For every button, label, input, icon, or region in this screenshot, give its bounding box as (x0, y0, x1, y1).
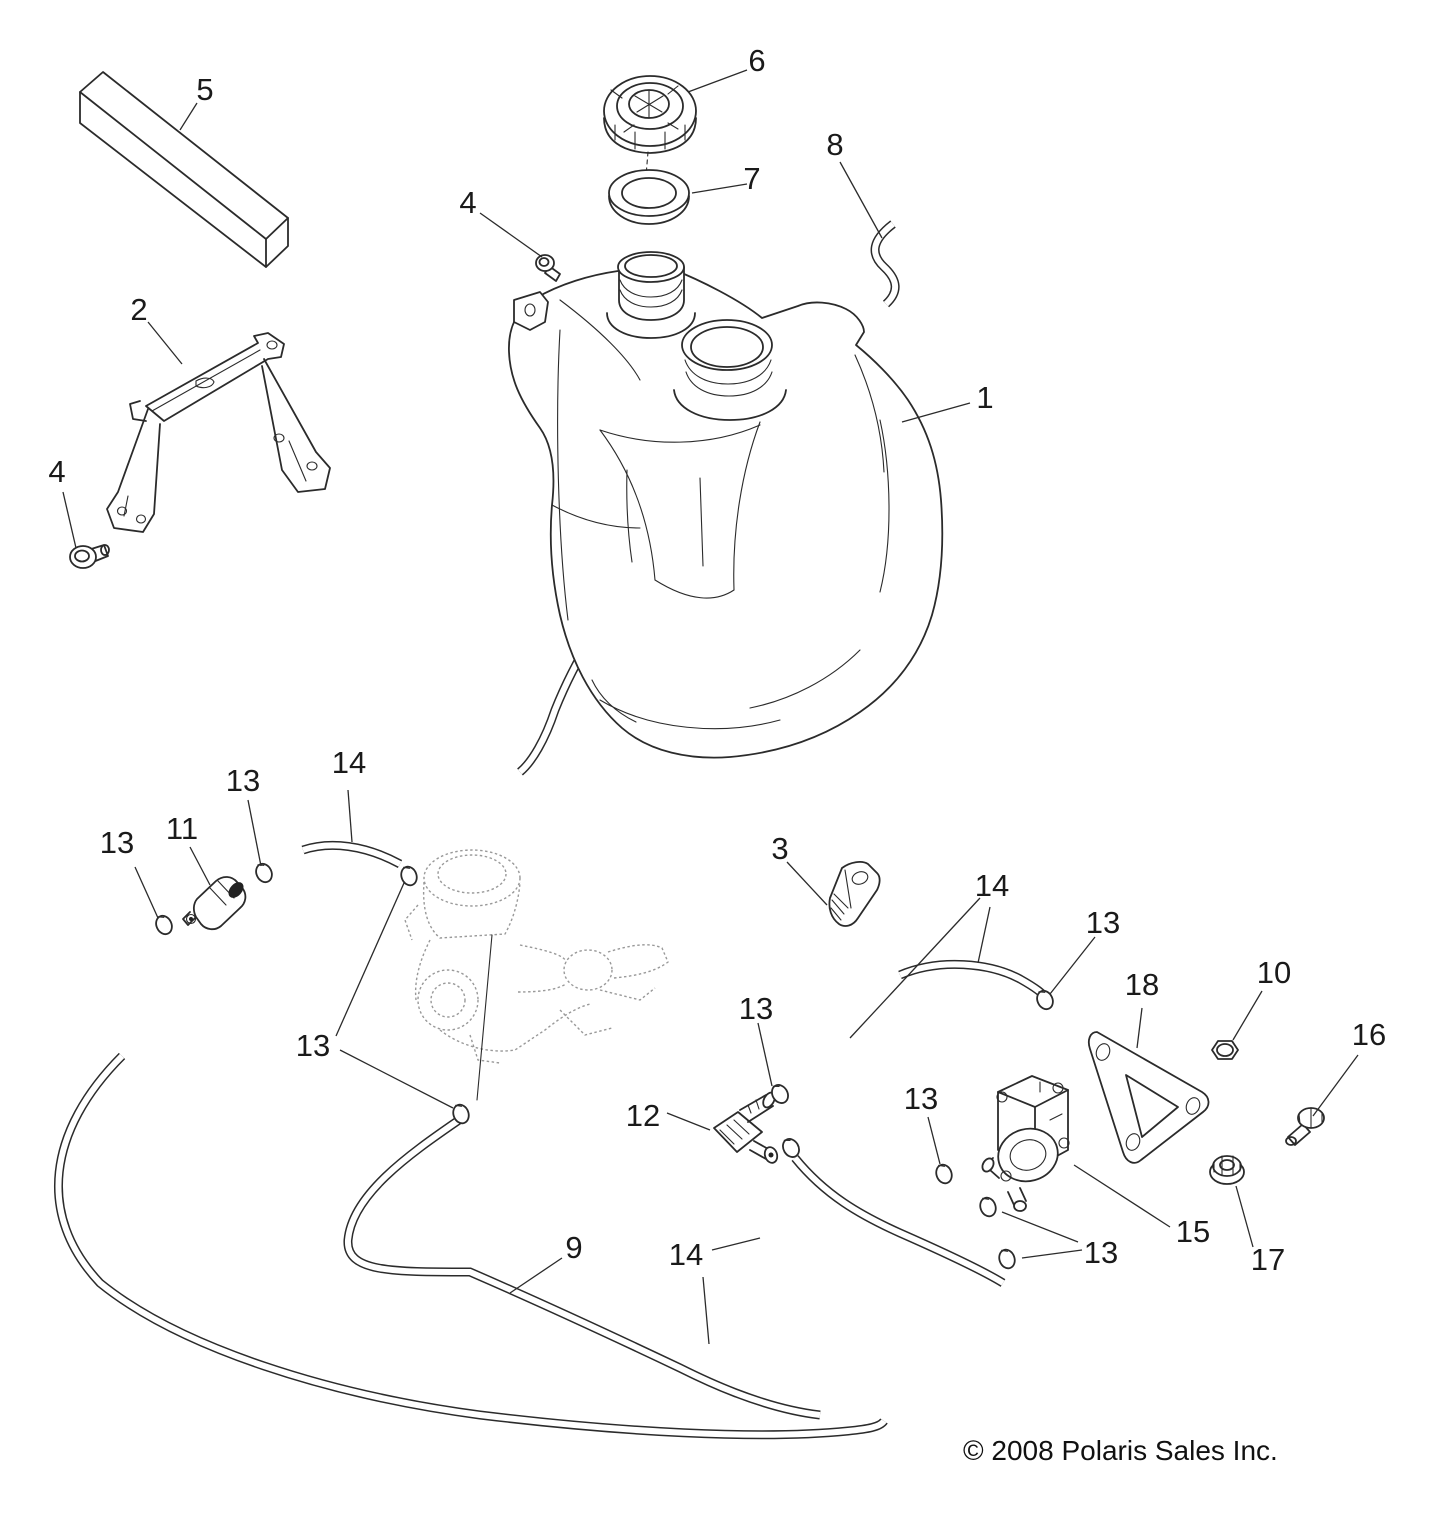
callout-4-top: 4 (459, 185, 476, 220)
callout-1: 1 (976, 380, 993, 415)
callout-16: 16 (1352, 1017, 1386, 1052)
callout-5: 5 (196, 72, 213, 107)
callout-11: 11 (166, 811, 198, 846)
callout-13-b: 13 (226, 763, 260, 798)
copyright-notice: © 2008 Polaris Sales Inc. (963, 1435, 1278, 1466)
callout-8: 8 (826, 127, 843, 162)
carb-inlet-line (476, 934, 493, 1101)
fuel-hose-14-right (898, 959, 1051, 1002)
cap-gasket-part7 (608, 169, 690, 225)
leader-lines (62, 69, 1359, 1345)
callout-14-c: 14 (669, 1237, 703, 1272)
nut-part10 (1211, 1040, 1239, 1060)
mount-bracket-part2 (106, 332, 331, 533)
pump-bracket-part18 (1087, 1031, 1210, 1164)
callout-6: 6 (748, 43, 765, 78)
callout-18: 18 (1125, 967, 1159, 1002)
callout-13-f: 13 (1084, 1235, 1118, 1270)
callout-4-left: 4 (48, 454, 65, 489)
callout-13-e: 13 (904, 1081, 938, 1116)
fuel-hose-9 (54, 1052, 888, 1440)
callout-12: 12 (626, 1098, 660, 1133)
vent-hose-8 (870, 220, 900, 308)
fuel-cap-part6 (603, 75, 697, 177)
fuel-pump-part15 (981, 1075, 1070, 1212)
bolt-part4-left (69, 544, 110, 569)
callout-14-a: 14 (332, 745, 366, 780)
fuel-tank-part1 (508, 251, 944, 759)
callout-10: 10 (1257, 955, 1291, 990)
callout-13-c: 13 (296, 1028, 330, 1063)
callout-17: 17 (1251, 1242, 1285, 1277)
callout-13-g: 13 (739, 991, 773, 1026)
nut-part17 (1209, 1155, 1245, 1185)
callout-3: 3 (771, 831, 788, 866)
callout-labels: 5 6 7 4 8 1 2 4 13 11 13 14 13 3 14 13 1… (48, 43, 1386, 1277)
fuel-hose-14-short (301, 840, 403, 868)
callout-9: 9 (565, 1230, 582, 1265)
callout-13-a: 13 (100, 825, 134, 860)
fuel-hose-14-long (343, 1116, 821, 1420)
bolt-part4-top (535, 254, 561, 282)
callout-13-d: 13 (1086, 905, 1120, 940)
fuel-valve-part12 (713, 1091, 779, 1164)
hose-valve-to-pump (791, 1155, 1006, 1287)
callout-15: 15 (1176, 1214, 1210, 1249)
hose-clamps-part13 (155, 862, 1054, 1270)
bolt-part16 (1285, 1107, 1325, 1146)
callout-2: 2 (130, 292, 147, 327)
callout-14-b: 14 (975, 868, 1009, 903)
foam-bar-part5 (79, 71, 289, 268)
small-bracket-part3 (828, 861, 881, 927)
carburetor-ghost (404, 849, 669, 1064)
fuel-filter-part11 (182, 876, 247, 931)
callout-7: 7 (743, 161, 760, 196)
